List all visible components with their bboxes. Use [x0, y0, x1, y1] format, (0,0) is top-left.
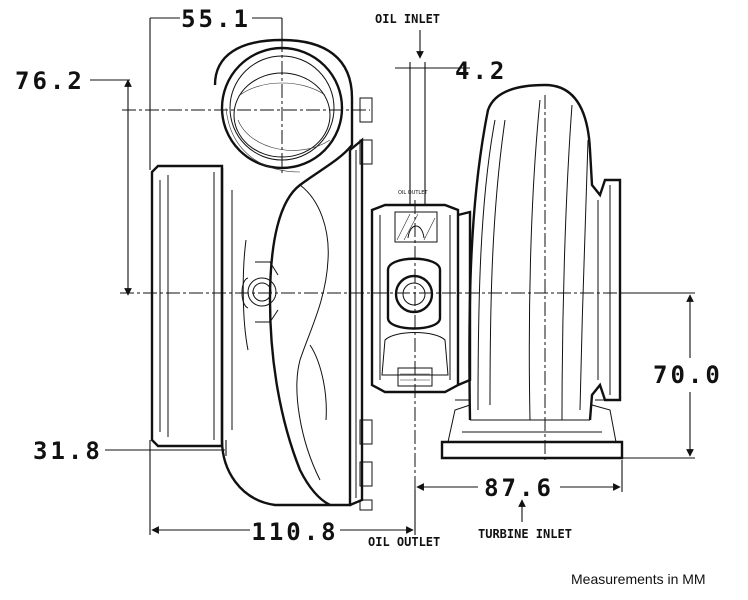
oil-outlet-label: OIL OUTLET	[368, 535, 440, 549]
measurements-caption: Measurements in MM	[571, 571, 706, 587]
compressor-housing	[150, 38, 373, 511]
dim-55-1: 55.1	[181, 5, 251, 33]
dim-87-6: 87.6	[484, 474, 554, 502]
oil-outlet-small-label: OIL OUTLET	[398, 190, 428, 196]
dim-110-8: 110.8	[251, 518, 338, 546]
turbine-housing	[440, 83, 624, 460]
dim-31-8: 31.8	[33, 437, 103, 465]
dim-70-0: 70.0	[653, 361, 723, 389]
oil-inlet-label: OIL INLET	[375, 12, 440, 26]
dim-76-2: 76.2	[15, 67, 85, 95]
dimension-graphics	[90, 17, 695, 535]
dim-4-2: 4.2	[455, 57, 507, 85]
turbine-inlet-label: TURBINE INLET	[478, 527, 572, 541]
